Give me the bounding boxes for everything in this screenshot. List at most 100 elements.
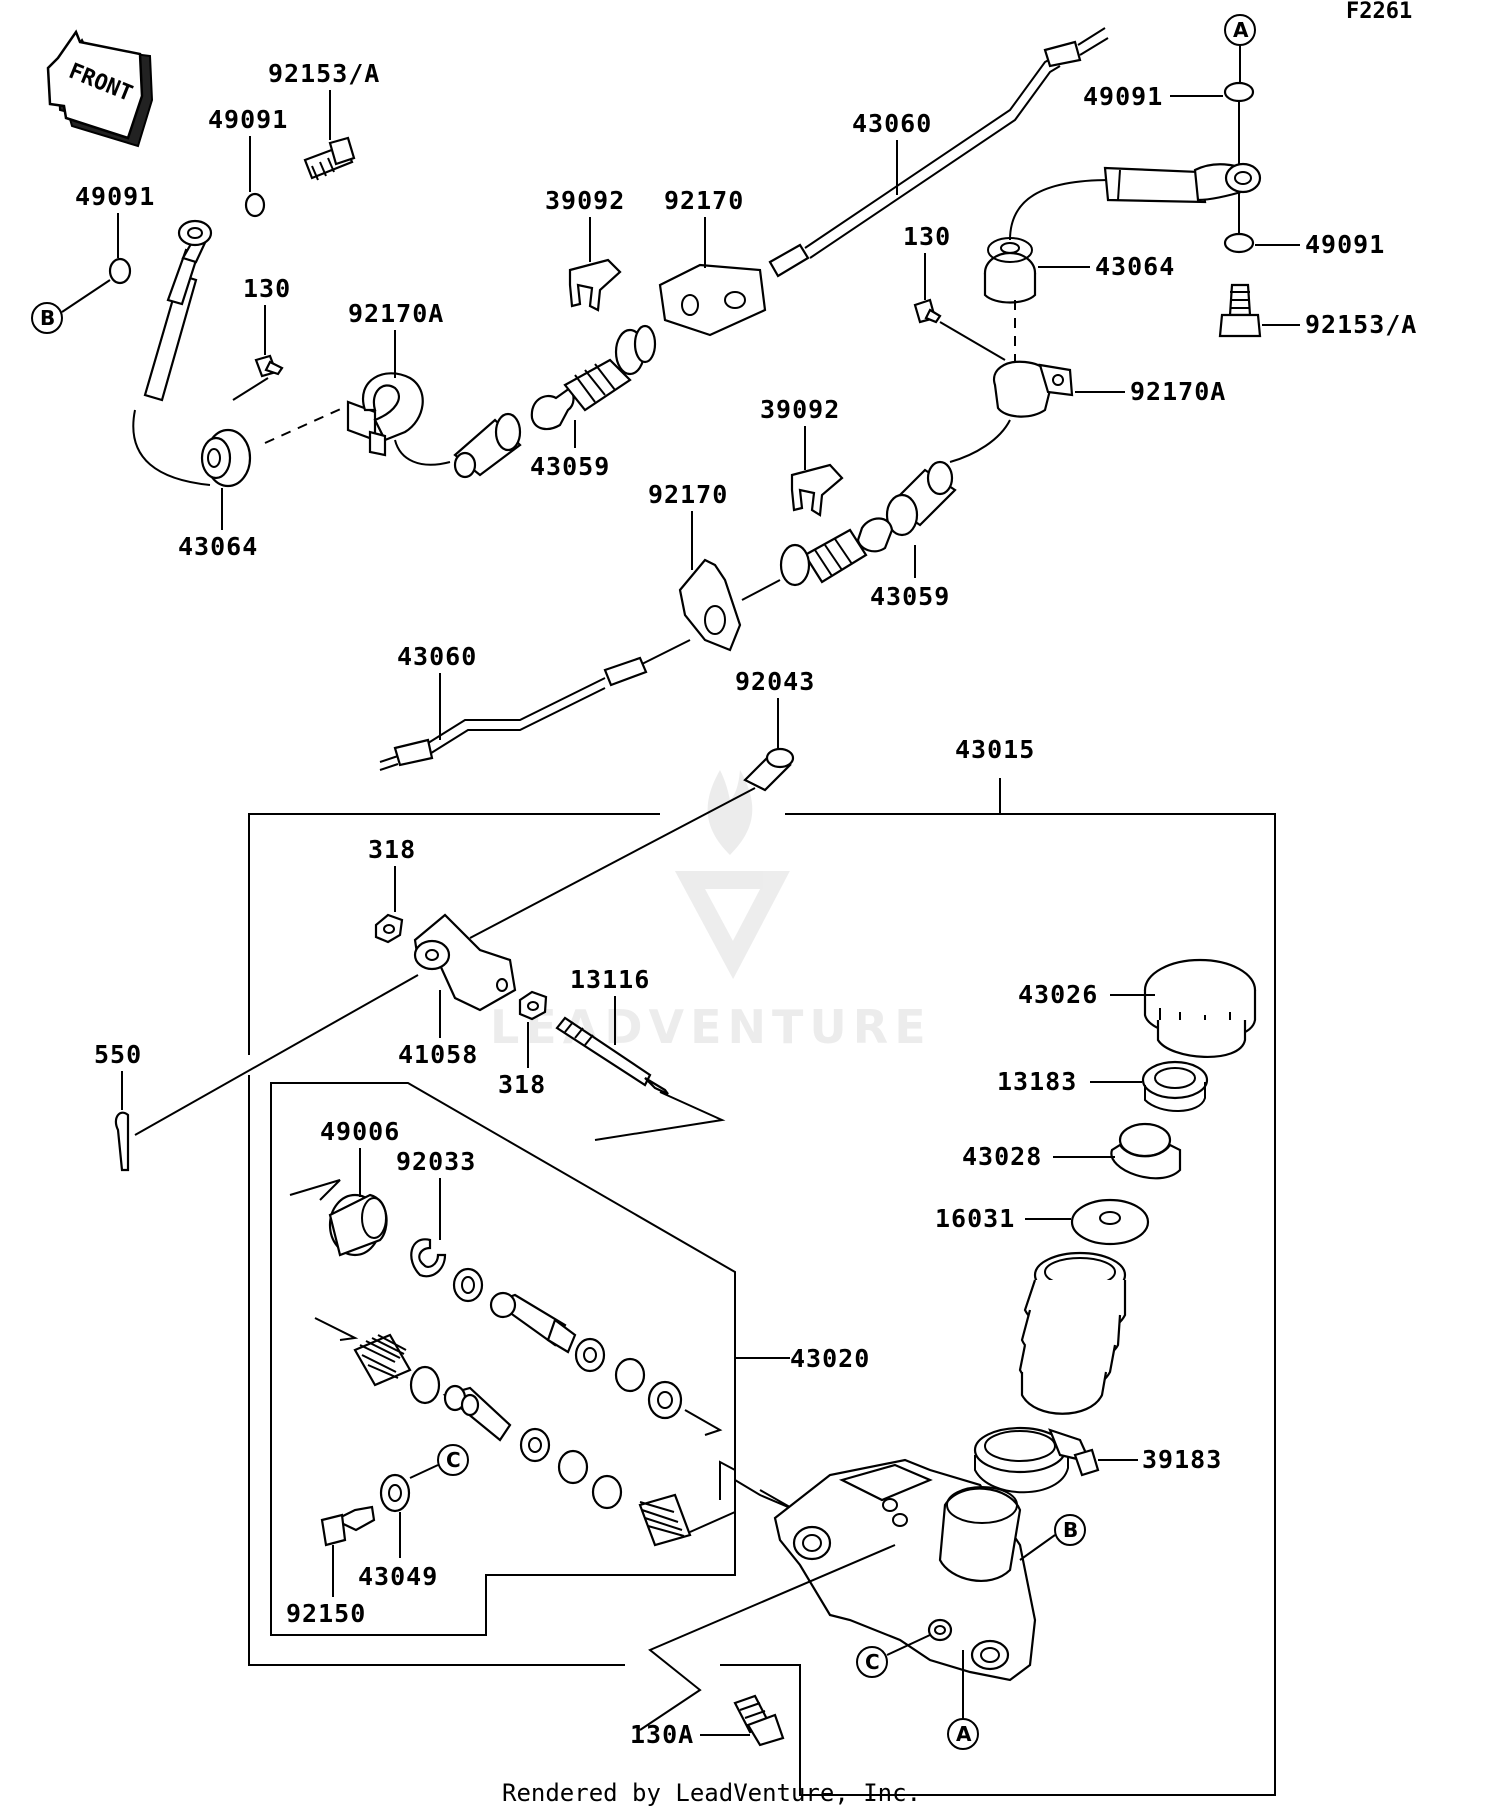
label-130-right: 130 (903, 222, 950, 300)
clip-39092-top (568, 258, 622, 312)
svg-text:92153/A: 92153/A (268, 59, 380, 88)
box-43015-left-top (248, 813, 660, 1055)
spring-upper (353, 1333, 412, 1387)
leader-13116-lines (594, 1091, 726, 1141)
label-318-top: 318 (368, 835, 415, 912)
bolt-130-right (913, 298, 942, 324)
callout-A-low: A (947, 1650, 979, 1750)
grommet-43064-left (200, 428, 252, 488)
diagram-code: F2261 (1346, 0, 1412, 24)
seal-cup-lower (409, 1365, 441, 1405)
label-49091-r2: 49091 (1255, 230, 1385, 259)
svg-text:130A: 130A (630, 1720, 694, 1749)
label-16031: 16031 (935, 1204, 1071, 1233)
svg-text:A: A (1233, 18, 1249, 42)
svg-text:49091: 49091 (1083, 82, 1163, 111)
label-43064-right: 43064 (1038, 252, 1175, 281)
label-92170A-left: 92170A (348, 299, 444, 378)
svg-text:92033: 92033 (396, 1147, 476, 1176)
svg-text:A: A (956, 1722, 972, 1746)
label-318-bottom: 318 (498, 1022, 546, 1099)
svg-text:49091: 49091 (1305, 230, 1385, 259)
svg-text:92170A: 92170A (348, 299, 444, 328)
svg-text:43064: 43064 (1095, 252, 1175, 281)
washer-49091-left (108, 257, 132, 285)
clamp-92170A-left (346, 372, 424, 457)
seal-lower-1-hole (528, 1437, 542, 1453)
clevis-41058 (413, 913, 517, 1012)
hose-clamp-39183 (973, 1426, 1100, 1494)
svg-text:43060: 43060 (852, 109, 932, 138)
right-hose-assembly (1009, 162, 1262, 241)
label-49091-r1: 49091 (1083, 82, 1223, 111)
label-130A: 130A (630, 1720, 750, 1749)
mid-connector-line (741, 579, 781, 601)
svg-text:43060: 43060 (397, 642, 477, 671)
bracket-92170-mid (678, 558, 742, 652)
piston-washer (452, 1267, 484, 1303)
label-550: 550 (94, 1040, 141, 1110)
svg-text:43049: 43049 (358, 1562, 438, 1591)
label-92153A-top: 92153/A (268, 59, 380, 140)
piston-cup-3 (647, 1380, 683, 1420)
label-43049: 43049 (358, 1512, 438, 1591)
svg-text:92170: 92170 (664, 186, 744, 215)
svg-text:43015: 43015 (955, 735, 1035, 764)
leader-upper-row-arrow (684, 1409, 723, 1436)
svg-text:92153/A: 92153/A (1305, 310, 1417, 339)
left-alignment-line (264, 406, 346, 444)
watermark-text: LEADVENTURE (490, 1000, 932, 1054)
leader-49006-arrow (289, 1179, 341, 1201)
svg-text:39092: 39092 (760, 395, 840, 424)
label-43059-top: 43059 (530, 420, 609, 481)
clip-39092-mid (790, 463, 844, 517)
svg-text:41058: 41058 (398, 1040, 478, 1069)
leader-lower-row-arrow (314, 1317, 359, 1341)
bracket-92170-top (658, 263, 767, 337)
washer-16031 (1070, 1198, 1150, 1246)
washer-49091-r2 (1223, 232, 1255, 254)
spring-lower (638, 1493, 692, 1547)
label-39183: 39183 (1098, 1445, 1221, 1474)
label-92043: 92043 (735, 667, 814, 748)
svg-text:318: 318 (498, 1070, 546, 1099)
brake-line-43060-low (379, 639, 691, 771)
piston-cup-2 (614, 1357, 646, 1393)
label-92153A-right: 92153/A (1262, 310, 1417, 339)
boot-49006 (328, 1193, 388, 1257)
cotter-pin-550 (114, 1111, 130, 1172)
valve-stem-lower (442, 1384, 512, 1442)
washer-43049 (379, 1473, 411, 1513)
label-92170-top: 92170 (664, 186, 744, 268)
svg-text:43064: 43064 (178, 532, 258, 561)
callout-A-top: A (1224, 14, 1256, 82)
push-rod-line (469, 787, 756, 939)
leader-spring-box-2 (719, 1460, 736, 1500)
svg-text:92170: 92170 (648, 480, 728, 509)
right-bolt-leader-connect (939, 321, 1006, 361)
washer-49091-top (244, 192, 266, 218)
grommet-43064-right (983, 237, 1037, 304)
leader-spring-box (689, 1470, 736, 1533)
svg-text:C: C (446, 1448, 461, 1472)
front-arrow-icon: FRONT (46, 29, 154, 148)
callout-B-left: B (31, 279, 111, 334)
label-39092-mid: 39092 (760, 395, 840, 470)
clamp-92170A-right (992, 360, 1074, 418)
bolt-92150 (320, 1505, 376, 1547)
banjo-bolt-92153-right (1218, 283, 1262, 338)
nut-318-top (374, 913, 404, 944)
svg-text:16031: 16031 (935, 1204, 1015, 1233)
svg-text:92150: 92150 (286, 1599, 366, 1628)
body-leader-130A (639, 1544, 896, 1731)
piston-cup-1-hole (583, 1347, 597, 1363)
label-13183: 13183 (997, 1067, 1142, 1096)
svg-text:C: C (865, 1650, 880, 1674)
svg-text:13183: 13183 (997, 1067, 1077, 1096)
svg-text:39092: 39092 (545, 186, 625, 215)
svg-text:43026: 43026 (1018, 980, 1098, 1009)
label-49091-tl1: 49091 (75, 182, 154, 258)
left-leader-connect (232, 377, 269, 401)
snap-ring-92033 (410, 1238, 447, 1278)
bolt-130A (733, 1694, 785, 1747)
